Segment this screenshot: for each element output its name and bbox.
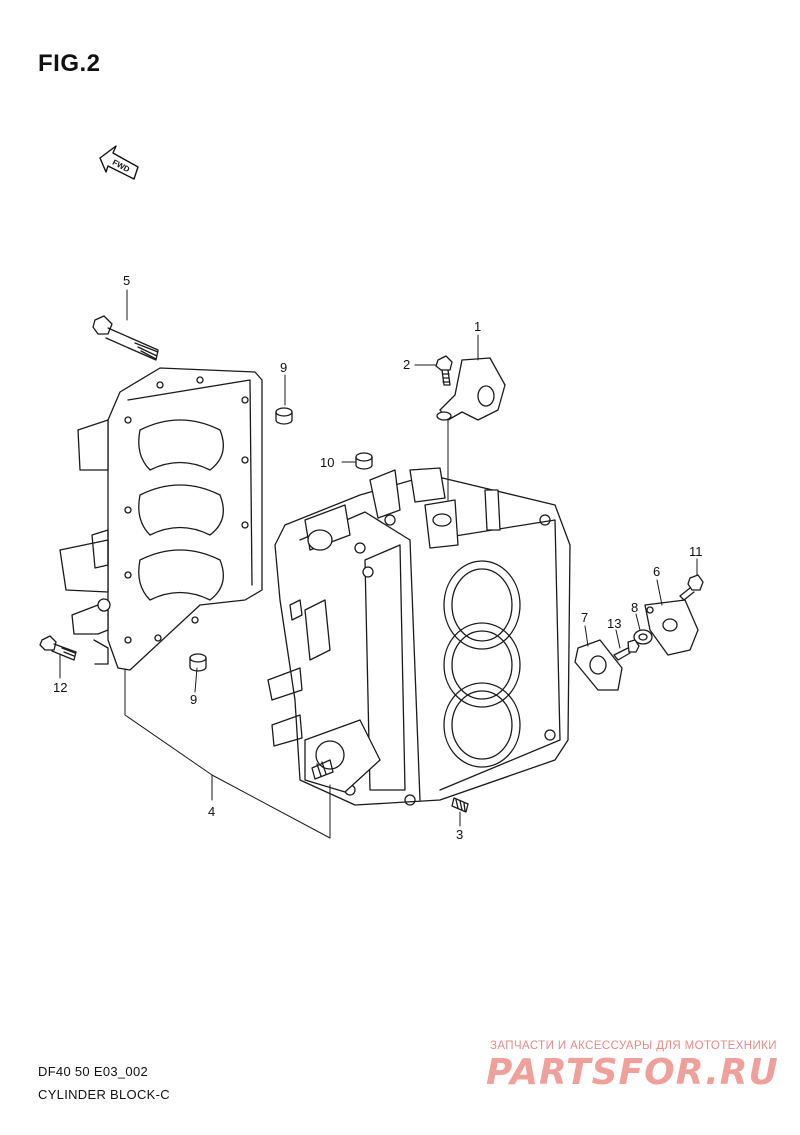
bracket-part-1 [439,357,506,421]
bolt-part-2 [435,355,453,421]
dowel-pin-9-upper [275,407,293,425]
watermark-tagline: ЗАПЧАСТИ И АКСЕССУАРЫ ДЛЯ МОТОТЕХНИКИ [490,1040,777,1052]
seal-part-8 [633,629,653,645]
callout-13: 13 [607,616,621,631]
dowel-pin-9-lower [189,653,207,672]
callout-8: 8 [631,600,638,615]
callout-10: 10 [320,455,334,470]
leader-lines [59,289,698,839]
callout-2: 2 [403,357,410,372]
stud-part-3 [451,797,469,813]
plug-part-10 [355,452,373,470]
callout-9-lower: 9 [190,692,197,707]
callout-9-upper: 9 [280,360,287,375]
callout-6: 6 [653,564,660,579]
callout-11: 11 [689,544,703,559]
bolt-part-11 [679,574,704,601]
bolt-part-13 [613,639,640,661]
section-name: CYLINDER BLOCK-C [38,1087,170,1102]
bolt-part-5 [92,315,159,361]
callout-1: 1 [474,319,481,334]
watermark-logo: PARTSFOR.RU [486,1052,779,1093]
cylinder-block-part [267,467,571,806]
gasket-part-7 [574,639,623,691]
callout-7: 7 [581,610,588,625]
cover-part-6 [644,599,699,656]
forward-arrow-icon: FWD [99,145,139,180]
callout-3: 3 [456,827,463,842]
figure-title: FIG.2 [38,50,101,77]
bolt-part-12 [39,635,77,661]
callout-4: 4 [208,804,215,819]
callout-5: 5 [123,273,130,288]
callout-12: 12 [53,680,67,695]
crankcase-part [59,367,263,671]
model-code: DF40 50 E03_002 [38,1064,149,1079]
callout-labels: 5 9 9 12 4 1 2 10 3 7 6 11 8 13 [53,273,703,842]
